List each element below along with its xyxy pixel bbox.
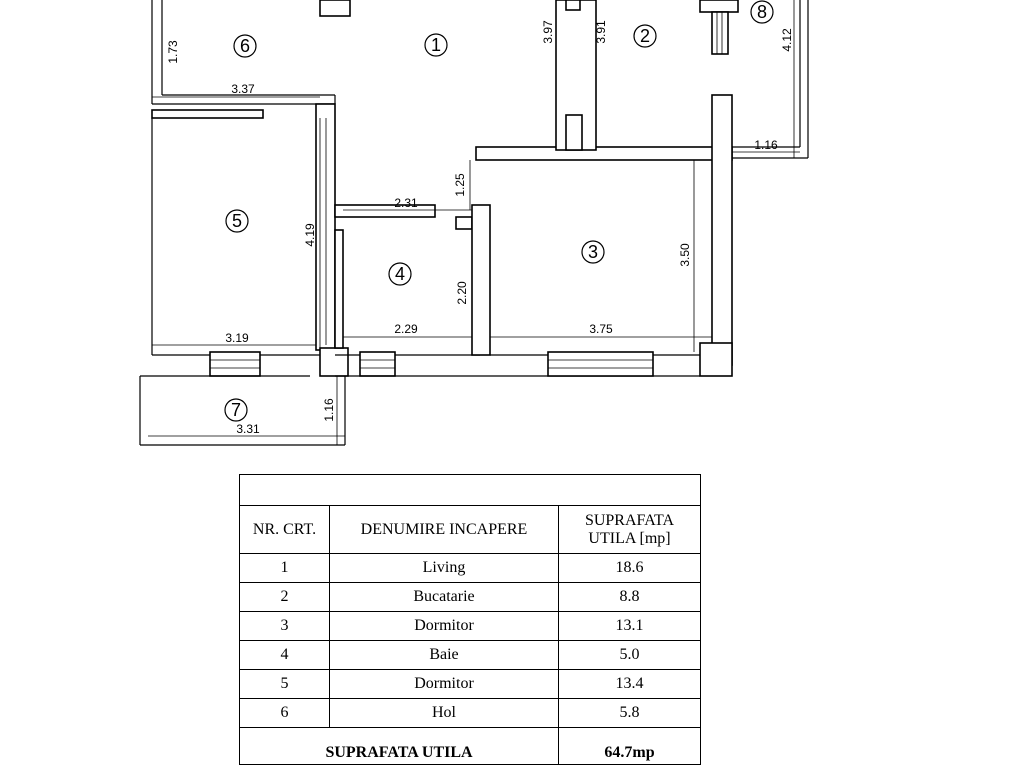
table-row: 6 Hol 5.8 (239, 698, 702, 728)
row-name: Dormitor (329, 611, 559, 641)
dimension-labels: 1.73 3.37 3.97 3.91 4.12 1.16 1.25 2.31 … (166, 20, 794, 436)
row-nr: 5 (239, 669, 330, 699)
dimension-label: 3.19 (225, 331, 249, 345)
row-name: Dormitor (329, 669, 559, 699)
column-header-name: DENUMIRE INCAPERE (329, 505, 559, 554)
table-total-row: SUPRAFATA UTILA 64.7mp (239, 727, 702, 765)
room-number: 6 (240, 36, 250, 56)
room-marker-6: 6 (233, 34, 257, 58)
room-marker-3: 3 (581, 240, 605, 264)
dimension-label: 2.31 (394, 196, 418, 210)
table-column-headers: NR. CRT. DENUMIRE INCAPERE SUPRAFATA UTI… (239, 505, 702, 554)
floor-plan: 1 2 3 4 5 6 7 8 1.73 (139, 0, 809, 446)
walls (139, 0, 809, 446)
table-row: 3 Dormitor 13.1 (239, 611, 702, 641)
dimension-label: 3.37 (231, 82, 255, 96)
dimension-label: 3.91 (594, 20, 608, 44)
dimension-label: 4.12 (780, 28, 794, 52)
row-area: 13.1 (557, 611, 702, 641)
dimension-label: 2.20 (455, 281, 469, 305)
room-number: 2 (640, 26, 650, 46)
room-number: 3 (588, 242, 598, 262)
dimension-label: 1.73 (166, 40, 180, 64)
row-nr: 3 (239, 611, 330, 641)
table-row: 5 Dormitor 13.4 (239, 669, 702, 699)
row-area: 18.6 (557, 553, 702, 583)
table-row: 2 Bucatarie 8.8 (239, 582, 702, 612)
area-table: NR. CRT. DENUMIRE INCAPERE SUPRAFATA UTI… (238, 474, 702, 765)
table-row: 4 Baie 5.0 (239, 640, 702, 670)
row-name: Bucatarie (329, 582, 559, 612)
table-row: 1 Living 18.6 (239, 553, 702, 583)
row-nr: 2 (239, 582, 330, 612)
header-band-cell (238, 474, 702, 506)
row-name: Living (329, 553, 559, 583)
room-marker-4: 4 (388, 262, 412, 286)
dimension-label: 3.75 (589, 322, 613, 336)
room-marker-8: 8 (750, 0, 774, 24)
room-number: 4 (395, 264, 405, 284)
dimension-label: 1.16 (322, 398, 336, 422)
row-area: 5.0 (557, 640, 702, 670)
room-marker-5: 5 (225, 209, 249, 233)
room-number: 1 (431, 35, 441, 55)
row-nr: 6 (239, 698, 330, 728)
total-label: SUPRAFATA UTILA (239, 727, 559, 765)
room-number: 5 (232, 211, 242, 231)
dimension-label: 1.16 (754, 138, 778, 152)
dimension-label: 3.50 (678, 243, 692, 267)
dimension-lines (148, 0, 800, 445)
room-marker-7: 7 (224, 398, 248, 422)
row-area: 8.8 (557, 582, 702, 612)
room-marker-1: 1 (424, 33, 448, 57)
row-nr: 4 (239, 640, 330, 670)
room-number: 7 (231, 400, 241, 420)
row-name: Hol (329, 698, 559, 728)
row-name: Baie (329, 640, 559, 670)
dimension-label: 3.31 (236, 422, 260, 436)
row-area: 5.8 (557, 698, 702, 728)
row-area: 13.4 (557, 669, 702, 699)
total-value: 64.7mp (557, 727, 702, 765)
row-nr: 1 (239, 553, 330, 583)
room-marker-2: 2 (633, 24, 657, 48)
room-number: 8 (757, 2, 767, 22)
column-header-area: SUPRAFATA UTILA [mp] (557, 505, 702, 554)
dimension-label: 4.19 (303, 223, 317, 247)
dimension-label: 2.29 (394, 322, 418, 336)
dimension-label: 1.25 (453, 173, 467, 197)
column-header-nr: NR. CRT. (239, 505, 330, 554)
table-header-band (238, 474, 702, 506)
room-markers: 1 2 3 4 5 6 7 8 (224, 0, 774, 422)
dimension-label: 3.97 (541, 20, 555, 44)
